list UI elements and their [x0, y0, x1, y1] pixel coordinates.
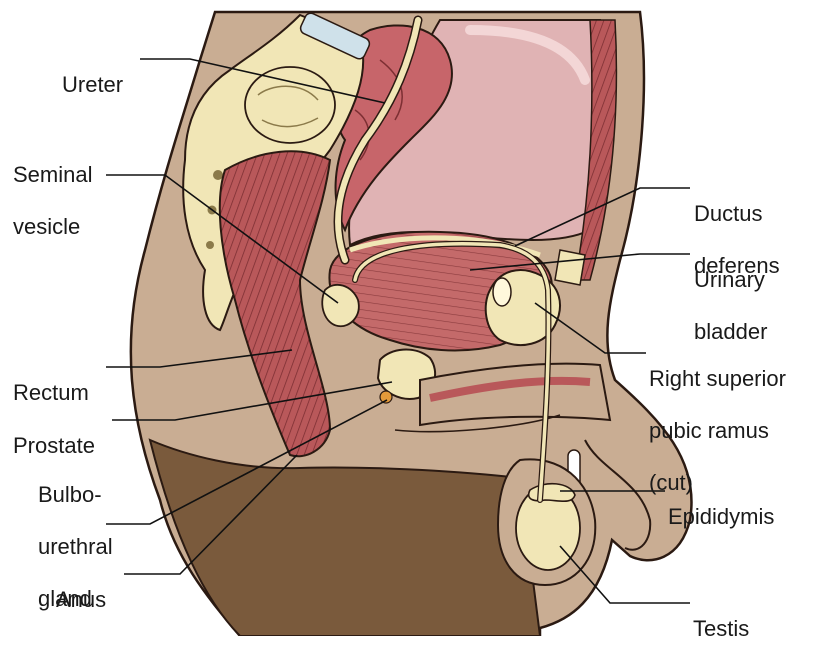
leader-right-superior-pubic-ramus [534, 302, 646, 354]
label-prostate: Prostate [13, 433, 95, 458]
seminal-vesicle [321, 283, 360, 328]
label-testis: Testis [693, 616, 750, 641]
leader-urinary-bladder [469, 253, 690, 271]
leader-testis [559, 545, 690, 604]
label-epididymis: Epididymis [668, 504, 775, 529]
leader-ductus-deferens [514, 187, 690, 247]
label-anus: Anus [56, 587, 107, 612]
leader-ureter [140, 58, 386, 104]
abdominal-wall [574, 19, 618, 281]
leader-rectum [106, 349, 293, 368]
label-rectum: Rectum [13, 380, 89, 405]
leader-seminal-vesicle [106, 174, 339, 304]
rectum [218, 150, 332, 458]
label-right-superior-pubic-ramus: Right superior pubic ramus (cut) [649, 366, 786, 495]
leader-prostate [112, 381, 393, 421]
label-seminal-vesicle: Seminal vesicle [13, 162, 93, 239]
leader-bulbourethral-gland [106, 399, 388, 525]
label-ductus-deferens: Ductus deferens [694, 201, 780, 278]
leader-anus [124, 454, 298, 575]
label-urinary-bladder: Urinary bladder [694, 267, 768, 344]
epididymis [527, 482, 576, 503]
label-ureter: Ureter [62, 72, 124, 97]
label-bulbourethral-gland: Bulbo- urethral gland [38, 482, 113, 611]
anatomy-figure [106, 10, 693, 636]
leader-lines [106, 58, 690, 604]
